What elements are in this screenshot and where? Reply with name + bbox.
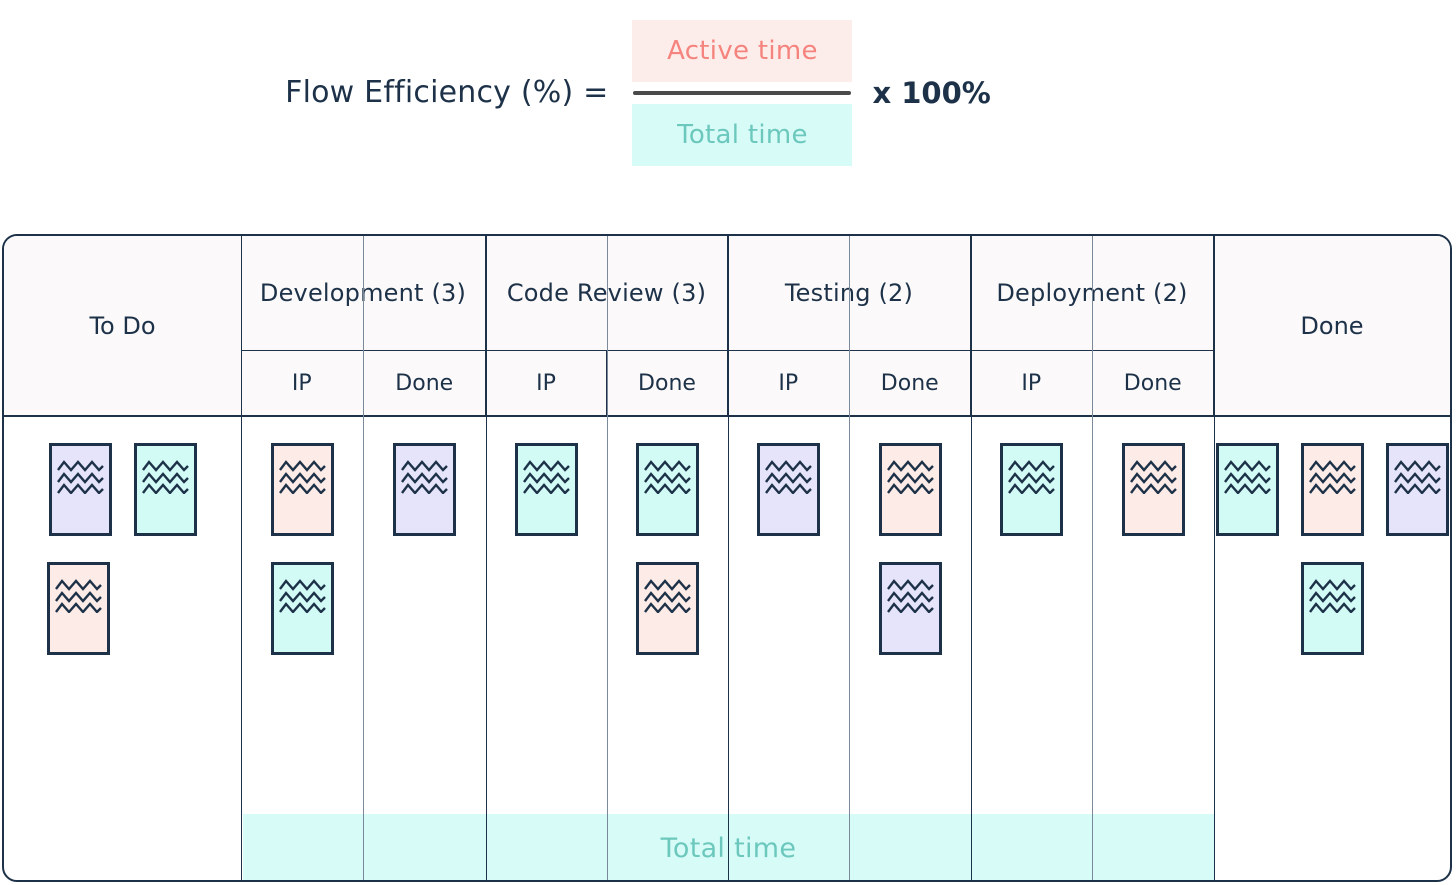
board-column-done[interactable]: Done [1214,236,1450,880]
lane-deployment-done[interactable]: Waiting [1092,417,1214,880]
work-item-card[interactable] [636,443,699,536]
column-divider-deployment-ip-done [1092,236,1093,880]
lane-deployment-ip[interactable]: Active time [971,417,1092,880]
column-title-done: Done [1300,311,1364,340]
sub-header-row-development: IP Done [241,351,486,415]
board-column-todo[interactable]: To Do [4,236,241,880]
formula-denominator-total-time: Total time [632,103,853,166]
column-divider-code-review-testing [728,236,729,880]
work-item-card[interactable] [878,562,942,655]
work-item-card[interactable] [1385,443,1449,536]
card-lines-icon [401,460,448,494]
column-divider-dev-ip-done [363,236,364,880]
card-lines-icon [1308,579,1356,613]
card-lines-icon [644,460,691,494]
work-item-card[interactable] [270,562,334,655]
column-divider-development-code-review [486,236,487,880]
board-grid: To Do [4,236,1450,880]
card-lines-icon [56,460,104,494]
card-lines-icon [141,460,189,494]
lane-testing-ip[interactable]: Active time [728,417,849,880]
sub-header-development-ip[interactable]: IP [241,351,364,415]
card-lines-icon [278,460,326,494]
sub-header-code-review-ip[interactable]: IP [486,351,607,415]
board-column-deployment[interactable]: Deployment (2) IP Done [971,236,1214,880]
sub-header-code-review-done[interactable]: Done [607,351,728,415]
formula-body: Flow Efficiency (%) = Active time Total … [285,19,991,166]
card-lines-icon [765,460,812,494]
work-item-card[interactable] [1121,443,1185,536]
work-item-card[interactable] [878,443,942,536]
card-lines-icon [278,579,326,613]
column-divider-testing-ip-done [849,236,850,880]
column-divider-testing-deployment [971,236,972,880]
column-title-deployment: Deployment (2) [971,236,1214,351]
work-item-card[interactable] [1000,443,1063,536]
formula-numerator-active-time: Active time [632,19,853,82]
card-lines-icon [644,579,691,613]
lane-todo-cards[interactable] [4,417,241,880]
column-divider-deployment-done [1214,236,1215,880]
work-item-card[interactable] [46,562,110,655]
card-lines-icon [886,460,934,494]
work-item-card[interactable] [1300,443,1364,536]
board-column-development[interactable]: Development (3) IP Done [241,236,486,880]
sub-header-row-testing: IP Done [728,351,971,415]
lane-testing-done[interactable]: Waiting [849,417,971,880]
card-lines-icon [1308,460,1356,494]
column-divider-todo-development [241,236,242,880]
work-item-card[interactable] [636,562,699,655]
work-item-card[interactable] [1215,443,1279,536]
card-lines-icon [886,579,934,613]
column-divider-cr-ip-done [607,236,608,880]
card-lines-icon [54,579,102,613]
work-item-card[interactable] [757,443,820,536]
column-title-todo: To Do [89,311,156,340]
card-lines-icon [1223,460,1271,494]
formula-fraction-bar [633,90,852,95]
lane-done-cards[interactable] [1214,417,1450,880]
card-lines-icon [1008,460,1055,494]
column-title-development: Development (3) [241,236,486,351]
sub-header-deployment-ip[interactable]: IP [971,351,1093,415]
formula-left-hand-side: Flow Efficiency (%) = [285,75,609,110]
work-item-card[interactable] [270,443,334,536]
sub-header-row-deployment: IP Done [971,351,1214,415]
work-item-card[interactable] [48,443,112,536]
work-item-card[interactable] [515,443,578,536]
sub-header-testing-ip[interactable]: IP [728,351,850,415]
lane-development-ip[interactable]: Active time [241,417,363,880]
sub-header-deployment-done[interactable]: Done [1093,351,1214,415]
sub-header-development-done[interactable]: Done [364,351,486,415]
work-item-card[interactable] [393,443,456,536]
flow-efficiency-formula: Flow Efficiency (%) = Active time Total … [0,0,1456,185]
card-lines-icon [523,460,570,494]
work-item-card[interactable] [1300,562,1364,655]
sub-header-row-code-review: IP Done [486,351,728,415]
card-lines-icon [1393,460,1441,494]
lane-code-review-ip[interactable]: Active time [486,417,607,880]
formula-fraction-bar-wrap [632,82,852,104]
sub-header-testing-done[interactable]: Done [850,351,971,415]
lane-code-review-done[interactable]: Waiting [607,417,728,880]
formula-multiplier: x 100% [872,75,991,110]
card-lines-icon [1129,460,1177,494]
work-item-card[interactable] [133,443,197,536]
formula-fraction: Active time Total time [632,19,853,166]
lane-development-done[interactable]: Waiting [363,417,486,880]
kanban-board: To Do [2,234,1452,882]
